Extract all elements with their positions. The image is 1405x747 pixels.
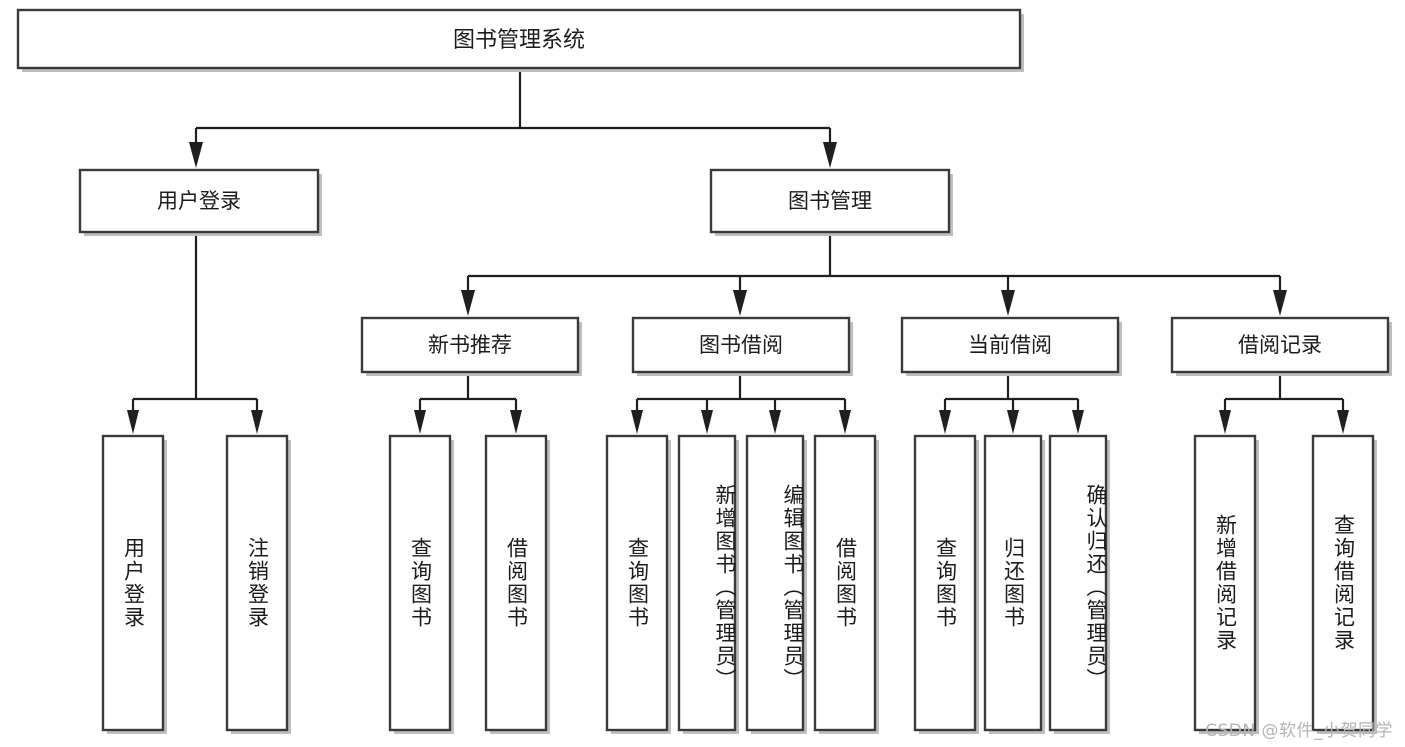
node-current-borrow[interactable]: 当前借阅 bbox=[900, 316, 1122, 376]
node-root-box bbox=[16, 8, 1022, 70]
connector-group-book-manage-to-level3 bbox=[461, 234, 1287, 316]
arrow-head-leaf-br-2 bbox=[1337, 410, 1349, 434]
arrow-head-borrow-record bbox=[1273, 290, 1287, 316]
leaf-box bbox=[677, 434, 737, 732]
leaf-node-new-book-2[interactable] bbox=[484, 434, 550, 734]
connector-group-book-borrow-leaves bbox=[631, 373, 851, 434]
arrow-head-leaf-cb-2 bbox=[1007, 410, 1019, 434]
leaf-node-new-book-1[interactable] bbox=[388, 434, 454, 734]
node-current-borrow-label: 当前借阅 bbox=[968, 333, 1052, 357]
node-borrow-record[interactable]: 借阅记录 bbox=[1170, 316, 1392, 376]
arrow-head-current-borrow bbox=[1001, 290, 1015, 316]
leaf-node-book-borrow-1[interactable] bbox=[605, 434, 671, 734]
leaf-box bbox=[605, 434, 669, 732]
leaf-node-user-login-2[interactable] bbox=[225, 434, 291, 734]
node-user-login-box bbox=[78, 168, 320, 234]
node-book-manage[interactable]: 图书管理 bbox=[709, 168, 953, 236]
node-borrow-record-label: 借阅记录 bbox=[1238, 333, 1322, 357]
node-book-borrow-label: 图书借阅 bbox=[699, 333, 783, 357]
leaf-node-current-borrow-3[interactable] bbox=[1048, 434, 1110, 734]
arrow-head-leaf-ul-2 bbox=[251, 410, 263, 434]
leaf-node-borrow-record-1[interactable] bbox=[1193, 434, 1259, 734]
node-book-manage-label: 图书管理 bbox=[788, 189, 872, 213]
leaf-node-current-borrow-1[interactable] bbox=[913, 434, 979, 734]
leaf-box bbox=[101, 434, 165, 732]
connector-group-root-to-level2 bbox=[189, 70, 837, 168]
node-book-borrow[interactable]: 图书借阅 bbox=[631, 316, 853, 376]
node-new-book-label: 新书推荐 bbox=[428, 333, 512, 357]
arrow-head-leaf-ul-1 bbox=[127, 410, 139, 434]
arrow-head-leaf-br-1 bbox=[1219, 410, 1231, 434]
node-new-book-box bbox=[360, 316, 580, 374]
node-user-login[interactable]: 用户登录 bbox=[78, 168, 322, 236]
node-root-label: 图书管理系统 bbox=[453, 28, 585, 53]
leaf-box bbox=[484, 434, 548, 732]
node-borrow-record-box bbox=[1170, 316, 1390, 374]
connector-group-user-login-leaves bbox=[127, 234, 263, 434]
arrow-head-leaf-bb-4 bbox=[839, 410, 851, 434]
leaf-box bbox=[983, 434, 1043, 732]
leaf-node-book-borrow-4[interactable] bbox=[813, 434, 879, 734]
leaf-box bbox=[225, 434, 289, 732]
node-new-book-recommend[interactable]: 新书推荐 bbox=[360, 316, 582, 376]
leaf-box bbox=[913, 434, 977, 732]
arrow-head-leaf-nb-1 bbox=[414, 410, 426, 434]
leaf-node-borrow-record-2[interactable] bbox=[1311, 434, 1377, 734]
arrow-head-leaf-cb-1 bbox=[939, 410, 951, 434]
node-user-login-label: 用户登录 bbox=[157, 189, 241, 213]
leaf-node-book-borrow-3[interactable] bbox=[745, 434, 807, 734]
leaf-node-user-login-1[interactable] bbox=[101, 434, 167, 734]
leaf-box bbox=[745, 434, 805, 732]
arrow-head-leaf-cb-3 bbox=[1072, 410, 1084, 434]
arrow-head-leaf-nb-2 bbox=[510, 410, 522, 434]
connector-group-borrow-record-leaves bbox=[1219, 373, 1349, 434]
arrow-head-book-manage bbox=[823, 142, 837, 168]
leaf-box bbox=[388, 434, 452, 732]
arrow-head-new-book bbox=[461, 290, 475, 316]
arrow-head-leaf-bb-1 bbox=[631, 410, 643, 434]
arrow-head-book-borrow bbox=[733, 290, 747, 316]
connector-group-new-book-leaves bbox=[414, 373, 522, 434]
arrow-head-user-login bbox=[189, 142, 203, 168]
node-current-borrow-box bbox=[900, 316, 1120, 374]
node-root[interactable]: 图书管理系统 bbox=[16, 8, 1024, 72]
csdn-watermark: CSDN @软件_小贺同学 bbox=[1205, 721, 1393, 741]
leaf-box bbox=[813, 434, 877, 732]
node-book-borrow-box bbox=[631, 316, 851, 374]
leaf-box bbox=[1311, 434, 1375, 732]
leaf-box bbox=[1193, 434, 1257, 732]
arrow-head-leaf-bb-3 bbox=[769, 410, 781, 434]
leaf-node-current-borrow-2[interactable] bbox=[983, 434, 1045, 734]
connector-group-current-borrow-leaves bbox=[939, 373, 1084, 434]
leaf-box bbox=[1048, 434, 1108, 732]
arrow-head-leaf-bb-2 bbox=[701, 410, 713, 434]
leaf-node-book-borrow-2[interactable] bbox=[677, 434, 739, 734]
node-book-manage-box bbox=[709, 168, 951, 234]
